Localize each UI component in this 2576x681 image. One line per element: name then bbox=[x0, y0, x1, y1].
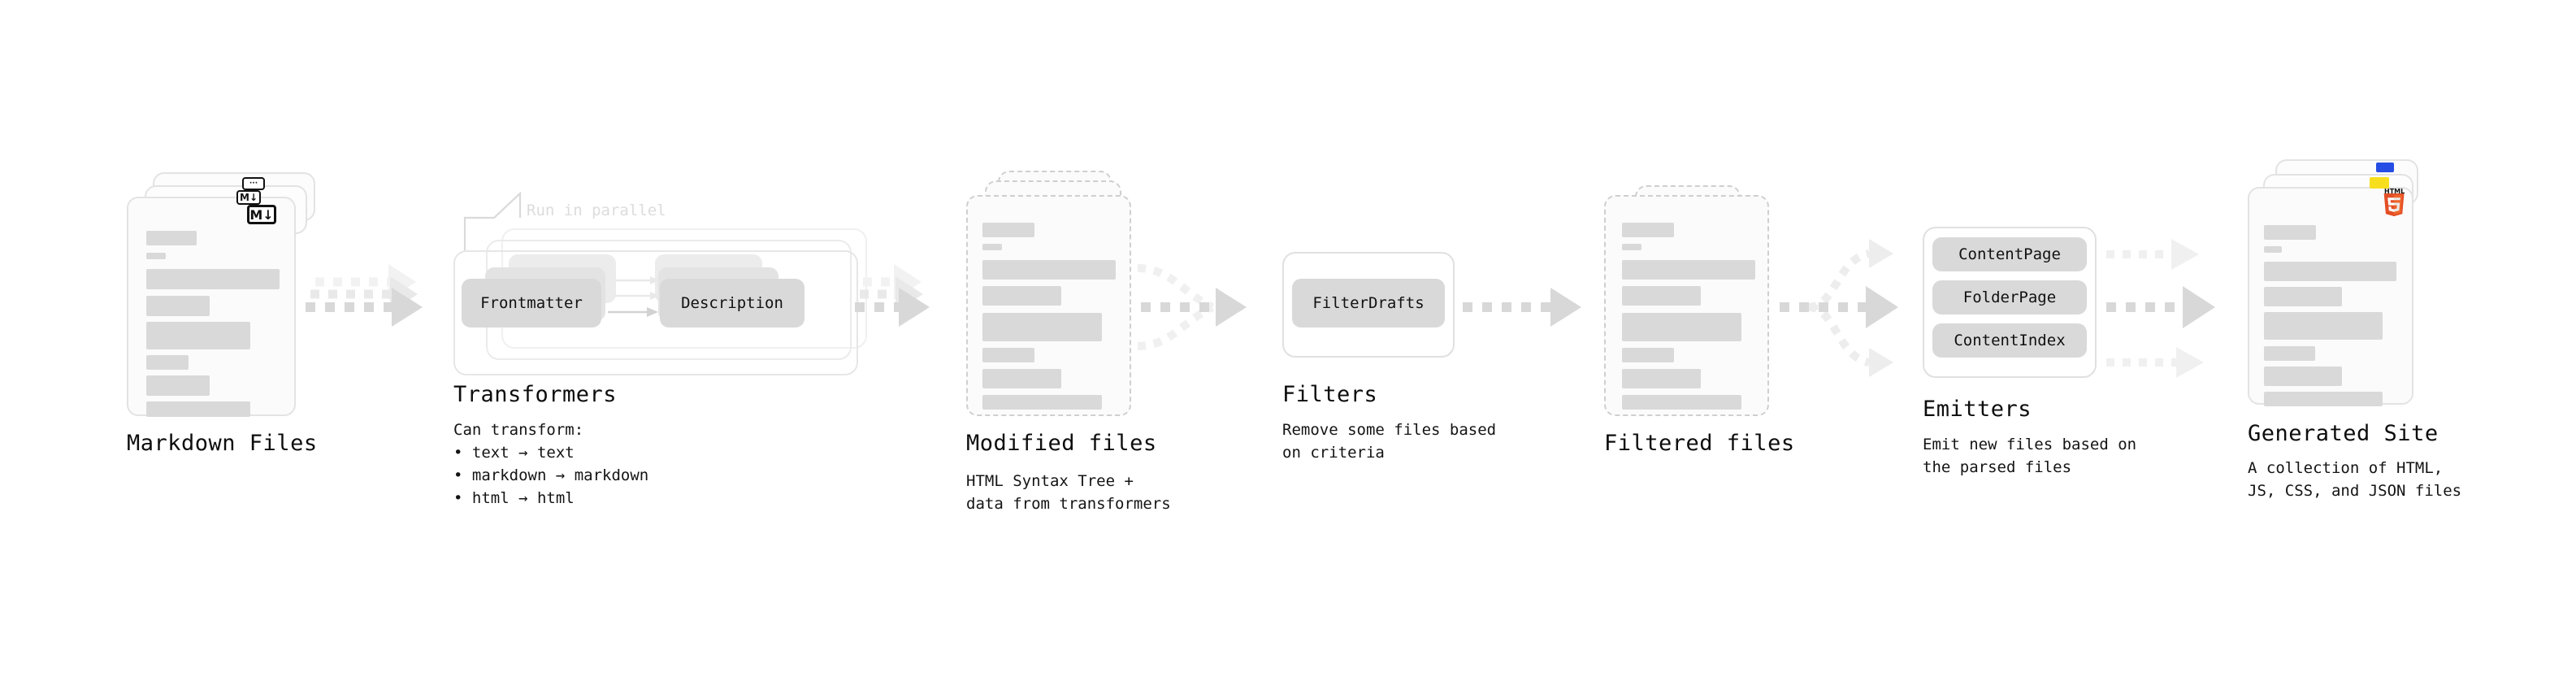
skeleton-bar bbox=[2264, 246, 2282, 253]
markdown-badge-back: ··· bbox=[242, 177, 265, 190]
skeleton-bar bbox=[146, 322, 250, 349]
skeleton-bar bbox=[2264, 287, 2342, 306]
js-badge bbox=[2370, 177, 2389, 189]
skeleton-bar bbox=[1622, 369, 1701, 388]
markdown-card-front bbox=[127, 197, 296, 417]
skeleton-bar bbox=[982, 260, 1116, 280]
skeleton-bar bbox=[982, 369, 1061, 388]
skeleton-bar bbox=[1622, 348, 1674, 362]
skeleton-bar bbox=[146, 375, 210, 396]
pill-content-page[interactable]: ContentPage bbox=[1932, 237, 2087, 271]
markdown-badge: M↓ bbox=[247, 205, 276, 224]
emitters-title: Emitters bbox=[1923, 397, 2032, 422]
skeleton-bar bbox=[1622, 260, 1755, 280]
filters-title: Filters bbox=[1282, 382, 1378, 407]
skeleton-bar bbox=[2264, 225, 2316, 240]
skeleton-bar bbox=[2264, 262, 2396, 281]
pill-description[interactable]: Description bbox=[660, 279, 804, 327]
pill-filter-drafts[interactable]: FilterDrafts bbox=[1292, 279, 1445, 327]
filtered-card-front bbox=[1604, 195, 1769, 416]
run-in-parallel-note: Run in parallel bbox=[527, 202, 666, 219]
connector-modified-to-filters bbox=[1137, 264, 1247, 350]
skeleton-bar bbox=[1622, 313, 1741, 341]
skeleton-bar bbox=[146, 401, 250, 417]
connector-emitters-to-site bbox=[2106, 239, 2215, 378]
skeleton-bar bbox=[146, 231, 197, 245]
modified-files-title: Modified files bbox=[966, 431, 1157, 456]
skeleton-bar bbox=[146, 355, 189, 370]
skeleton-bar bbox=[982, 313, 1102, 341]
modified-files-subtitle: HTML Syntax Tree + data from transformer… bbox=[966, 472, 1171, 514]
pill-content-index[interactable]: ContentIndex bbox=[1932, 323, 2087, 358]
skeleton-bar bbox=[982, 395, 1102, 410]
filters-subtitle: Remove some files based on criteria bbox=[1282, 421, 1497, 462]
pill-folder-page[interactable]: FolderPage bbox=[1932, 280, 2087, 314]
generated-site-subtitle: A collection of HTML, JS, CSS, and JSON … bbox=[2248, 459, 2462, 501]
skeleton-bar bbox=[2264, 312, 2383, 340]
connector-filtered-to-emitters bbox=[1780, 239, 1898, 377]
skeleton-bar bbox=[146, 253, 166, 259]
transformers-subtitle: Can transform: • text → text • markdown … bbox=[453, 421, 649, 508]
markdown-badge-mid: M↓ bbox=[236, 190, 261, 205]
transformers-title: Transformers bbox=[453, 382, 618, 407]
skeleton-bar bbox=[982, 223, 1034, 237]
skeleton-bar bbox=[1622, 223, 1674, 237]
skeleton-bar bbox=[982, 348, 1034, 362]
connector-filters-to-filtered bbox=[1463, 288, 1581, 327]
transformer-layer-front bbox=[453, 250, 858, 375]
pill-frontmatter[interactable]: Frontmatter bbox=[462, 279, 601, 327]
skeleton-bar bbox=[2264, 346, 2315, 361]
site-card-front bbox=[2248, 187, 2413, 406]
generated-site-title: Generated Site bbox=[2248, 421, 2439, 446]
skeleton-bar bbox=[2264, 367, 2342, 386]
skeleton-bar bbox=[982, 244, 1002, 250]
skeleton-bar bbox=[146, 296, 210, 316]
emitters-subtitle: Emit new files based on the parsed files bbox=[1923, 436, 2137, 477]
skeleton-bar bbox=[1622, 286, 1701, 306]
skeleton-bar bbox=[2264, 392, 2383, 406]
skeleton-bar bbox=[1622, 244, 1641, 250]
filtered-files-title: Filtered files bbox=[1604, 431, 1795, 456]
connector-markdown-to-transformers bbox=[306, 264, 423, 327]
skeleton-bar bbox=[982, 286, 1061, 306]
skeleton-bar bbox=[146, 269, 280, 289]
skeleton-bar bbox=[1622, 395, 1741, 410]
modified-card-front bbox=[966, 195, 1131, 416]
markdown-files-title: Markdown Files bbox=[127, 431, 318, 456]
css-badge bbox=[2376, 163, 2394, 172]
